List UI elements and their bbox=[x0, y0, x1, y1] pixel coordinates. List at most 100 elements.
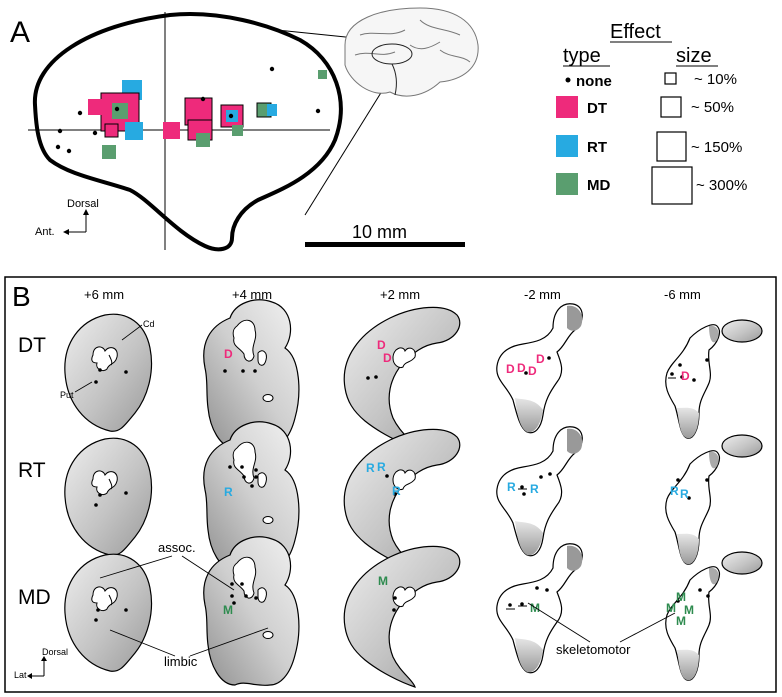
marker-r: R bbox=[670, 484, 679, 498]
panel-a: A bbox=[10, 7, 479, 252]
marker-r: R bbox=[530, 482, 539, 496]
marker-m: M bbox=[676, 614, 686, 628]
label-dorsal-b: Dorsal bbox=[42, 647, 68, 657]
pallidum-md bbox=[721, 551, 763, 575]
marker-dt bbox=[104, 123, 119, 138]
legend-none-dot bbox=[565, 77, 571, 83]
marker-d: D bbox=[506, 362, 515, 376]
row-label-rt: RT bbox=[18, 459, 46, 482]
scale-bar bbox=[305, 242, 465, 247]
column-header-plus4: +4 mm bbox=[232, 287, 272, 302]
marker-d: D bbox=[383, 351, 392, 365]
label-caudate: Cd bbox=[143, 319, 155, 329]
marker-m: M bbox=[223, 603, 233, 617]
legend-rt-label: RT bbox=[587, 139, 607, 156]
legend-title: Effect bbox=[610, 21, 661, 43]
section-plus6-dt bbox=[64, 313, 153, 432]
marker-dt bbox=[163, 122, 180, 139]
annotations: assoc. limbic skeletomotor bbox=[99, 540, 676, 669]
legend-md-label: MD bbox=[587, 177, 610, 194]
marker-md bbox=[102, 145, 116, 159]
pallidum-rt bbox=[721, 434, 763, 458]
legend-size-10-label: ~ 10% bbox=[694, 71, 737, 88]
legend-dt-swatch bbox=[556, 96, 578, 118]
legend-size-10 bbox=[664, 72, 677, 85]
legend: Effect type size none DT RT MD ~ 10% ~ 5… bbox=[556, 21, 747, 205]
section-plus2-dt bbox=[343, 306, 461, 449]
marker-d: D bbox=[681, 369, 690, 383]
column-header-minus6: -6 mm bbox=[664, 287, 701, 302]
marker-md bbox=[232, 125, 243, 136]
marker-r: R bbox=[224, 485, 233, 499]
row-md-sections: M M M M M M M bbox=[64, 536, 763, 688]
legend-size-header: size bbox=[676, 45, 712, 67]
legend-size-50-label: ~ 50% bbox=[691, 99, 734, 116]
label-lateral: Lat bbox=[14, 670, 27, 680]
marker-rt bbox=[267, 104, 277, 116]
legend-size-150 bbox=[656, 131, 687, 162]
scale-bar-label: 10 mm bbox=[352, 222, 407, 242]
effect-markers bbox=[55, 66, 327, 159]
label-skeletomotor: skeletomotor bbox=[556, 642, 631, 657]
section-minus6-md bbox=[665, 566, 721, 681]
orientation-arrows-b: Dorsal Lat bbox=[14, 647, 68, 680]
legend-md-swatch bbox=[556, 173, 578, 195]
none-dots bbox=[55, 66, 321, 154]
section-plus2-md bbox=[343, 545, 461, 688]
pallidum-dt bbox=[721, 319, 763, 343]
marker-r: R bbox=[680, 487, 689, 501]
marker-dt bbox=[88, 99, 104, 115]
marker-md bbox=[112, 103, 128, 119]
column-header-minus2: -2 mm bbox=[524, 287, 561, 302]
row-dt-sections: D D D D D D D D Cd Put bbox=[60, 299, 763, 449]
row-rt-sections: R R R R R R R R bbox=[64, 421, 763, 571]
panel-b: B +6 mm +4 mm +2 mm -2 mm -6 mm DT RT MD bbox=[4, 276, 777, 693]
section-plus6-rt bbox=[64, 437, 153, 556]
panel-b-frame bbox=[4, 276, 777, 693]
marker-r: R bbox=[377, 460, 386, 474]
marker-m: M bbox=[676, 590, 686, 604]
label-anterior: Ant. bbox=[35, 226, 55, 238]
marker-r: R bbox=[507, 480, 516, 494]
legend-size-50 bbox=[660, 96, 682, 118]
section-plus6-md bbox=[64, 553, 153, 672]
panel-b-letter: B bbox=[12, 281, 31, 312]
label-dorsal: Dorsal bbox=[67, 198, 99, 210]
row-label-dt: DT bbox=[18, 334, 46, 357]
marker-rt bbox=[125, 122, 143, 140]
orientation-arrows-a: Dorsal Ant. bbox=[35, 198, 99, 238]
marker-m: M bbox=[684, 603, 694, 617]
label-putamen: Put bbox=[60, 390, 74, 400]
legend-size-150-label: ~ 150% bbox=[691, 139, 742, 156]
section-minus6-rt bbox=[665, 450, 721, 565]
marker-m: M bbox=[378, 574, 388, 588]
legend-size-300 bbox=[651, 166, 693, 205]
legend-rt-swatch bbox=[556, 135, 578, 157]
row-label-md: MD bbox=[18, 586, 51, 609]
legend-none-label: none bbox=[576, 73, 612, 90]
marker-m: M bbox=[530, 601, 540, 615]
legend-size-300-label: ~ 300% bbox=[696, 177, 747, 194]
panel-a-letter: A bbox=[10, 16, 30, 49]
marker-r: R bbox=[366, 461, 375, 475]
marker-d: D bbox=[517, 361, 526, 375]
marker-md bbox=[196, 133, 210, 147]
label-limbic: limbic bbox=[164, 654, 198, 669]
section-minus6-dt bbox=[665, 324, 721, 439]
projection-line-bottom bbox=[304, 74, 393, 216]
column-header-plus2: +2 mm bbox=[380, 287, 420, 302]
brain-icon bbox=[344, 7, 479, 97]
marker-m: M bbox=[666, 601, 676, 615]
marker-d: D bbox=[224, 347, 233, 361]
label-assoc: assoc. bbox=[158, 540, 196, 555]
striatum-outline bbox=[32, 12, 343, 252]
marker-d: D bbox=[528, 364, 537, 378]
marker-md bbox=[318, 70, 327, 79]
marker-d: D bbox=[536, 352, 545, 366]
column-header-plus6: +6 mm bbox=[84, 287, 124, 302]
marker-d: D bbox=[377, 338, 386, 352]
legend-type-header: type bbox=[563, 45, 601, 67]
legend-dt-label: DT bbox=[587, 100, 607, 117]
marker-r: R bbox=[392, 484, 401, 498]
